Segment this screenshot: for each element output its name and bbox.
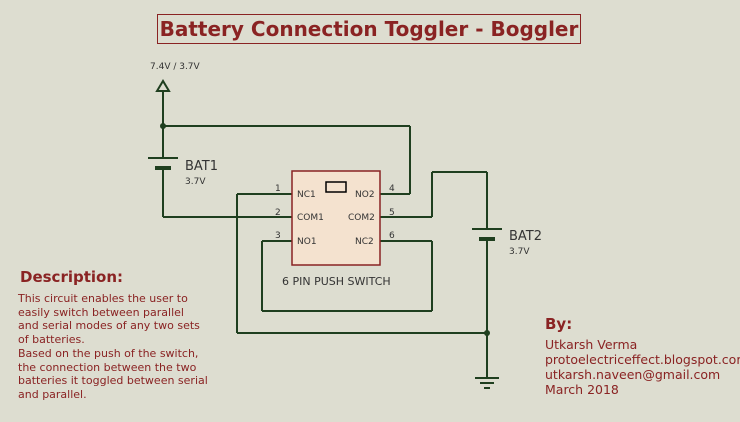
supply-terminal-icon — [155, 79, 171, 92]
pin-label: COM1 — [297, 213, 324, 223]
author-email: utkarsh.naveen@gmail.com — [545, 367, 721, 382]
author-blog: protoelectriceffect.blogspot.com — [545, 352, 740, 367]
pin-number: 6 — [389, 231, 395, 241]
pin-label: COM2 — [348, 213, 375, 223]
description-para1: This circuit enables the user to easily … — [18, 292, 200, 346]
supply-label: 7.4V / 3.7V — [150, 62, 200, 72]
bat2-value: 3.7V — [509, 247, 530, 257]
author-name: Utkarsh Verma — [545, 337, 638, 352]
description-heading: Description: — [20, 268, 124, 286]
pin-number: 5 — [389, 208, 395, 218]
pin-number: 1 — [275, 184, 281, 194]
author-heading: By: — [545, 315, 573, 333]
page-title: Battery Connection Toggler - Boggler — [157, 14, 581, 44]
pin-label: NC2 — [355, 237, 374, 247]
junction-dot — [484, 330, 490, 336]
pin-number: 4 — [389, 184, 395, 194]
bat2-name: BAT2 — [509, 229, 543, 244]
pin-label: NO2 — [355, 190, 375, 200]
junction-dot — [160, 123, 166, 129]
bat1-name: BAT1 — [185, 159, 219, 174]
bat1-symbol — [148, 157, 178, 170]
description-para2: Based on the push of the switch, the con… — [18, 347, 208, 401]
author-date: March 2018 — [545, 382, 619, 397]
switch-name: 6 PIN PUSH SWITCH — [282, 275, 391, 288]
ground-icon — [475, 377, 499, 389]
pin-label: NC1 — [297, 190, 316, 200]
bat2-symbol — [472, 228, 502, 241]
switch-button-icon — [325, 181, 347, 193]
switch-body — [291, 170, 381, 266]
pin-number: 3 — [275, 231, 281, 241]
pin-label: NO1 — [297, 237, 317, 247]
bat1-value: 3.7V — [185, 177, 206, 187]
pin-number: 2 — [275, 208, 281, 218]
